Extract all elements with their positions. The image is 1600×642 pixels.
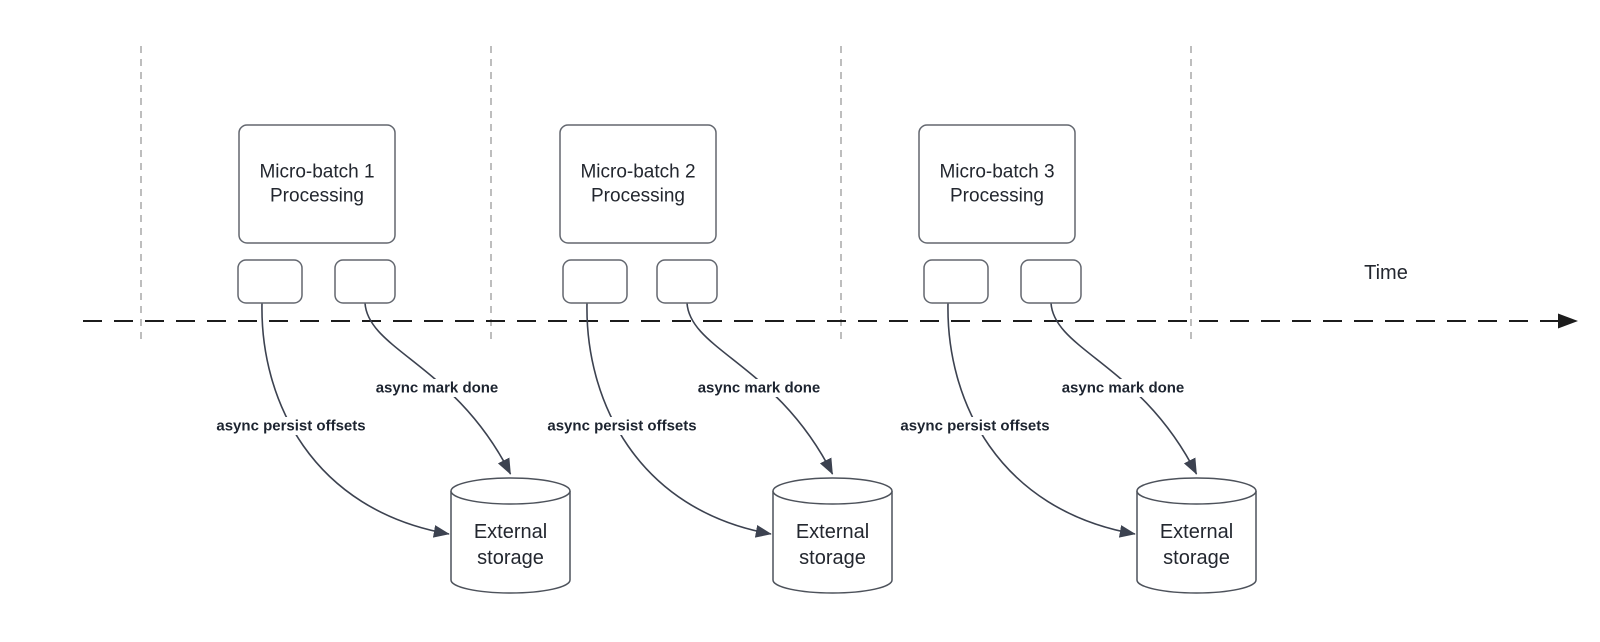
cylinder-top-rim: [450, 490, 571, 505]
cylinder-body: [772, 477, 893, 594]
persist-offsets-source-box: [923, 259, 989, 304]
micro-batch-processing-box: [918, 124, 1076, 244]
cylinder-body: [450, 477, 571, 594]
persist-label-background: [202, 417, 380, 435]
async-persist-offsets-label: async persist offsets: [900, 418, 1049, 435]
mark-done-label-background: [1050, 379, 1196, 397]
micro-batch-label-line1: Micro-batch 1: [259, 162, 374, 183]
micro-batch-label-line1: Micro-batch 3: [939, 162, 1054, 183]
storage-label-line2: storage: [799, 547, 866, 569]
persist-offsets-source-box: [562, 259, 628, 304]
micro-batch-label-line2: Processing: [270, 186, 364, 207]
micro-batch-label-line2: Processing: [950, 186, 1044, 207]
micro-batch-processing-box: [238, 124, 396, 244]
storage-label-line1: External: [796, 521, 869, 543]
async-mark-done-arrow: [364, 302, 512, 475]
external-storage-cylinder: External storage: [1136, 477, 1257, 594]
async-persist-offsets-arrow: [586, 302, 772, 538]
persist-offsets-source-box: [237, 259, 303, 304]
micro-batch-label-line2: Processing: [591, 186, 685, 207]
storage-label-line2: storage: [477, 547, 544, 569]
time-gridlines: [140, 46, 1192, 342]
persist-label-background: [533, 417, 711, 435]
external-storage-cylinder: External storage: [772, 477, 893, 594]
async-mark-done-arrow: [1050, 302, 1198, 475]
mark-done-source-box: [1020, 259, 1082, 304]
micro-batch-processing-box: [559, 124, 717, 244]
mark-done-label-background: [364, 379, 510, 397]
async-mark-done-label: async mark done: [1062, 380, 1185, 397]
async-mark-done-label: async mark done: [698, 380, 821, 397]
mark-done-source-box: [656, 259, 718, 304]
cylinder-body: [1136, 477, 1257, 594]
time-axis-label: Time: [1364, 262, 1408, 284]
storage-label-line1: External: [474, 521, 547, 543]
async-persist-offsets-label: async persist offsets: [547, 418, 696, 435]
storage-label-line1: External: [1160, 521, 1233, 543]
storage-label-line2: storage: [1163, 547, 1230, 569]
async-persist-offsets-arrow: [261, 302, 450, 538]
time-axis-arrowhead-icon: [1558, 313, 1578, 329]
async-mark-done-label: async mark done: [376, 380, 499, 397]
cylinder-top-rim: [772, 490, 893, 505]
persist-label-background: [886, 417, 1064, 435]
mark-done-source-box: [334, 259, 396, 304]
async-persist-offsets-label: async persist offsets: [216, 418, 365, 435]
micro-batch-label-line1: Micro-batch 2: [580, 162, 695, 183]
mark-done-label-background: [686, 379, 832, 397]
async-mark-done-arrow: [686, 302, 834, 475]
async-persist-offsets-arrow: [947, 302, 1136, 538]
external-storage-cylinder: External storage: [450, 477, 571, 594]
time-axis: Time: [83, 262, 1578, 329]
cylinder-top-rim: [1136, 490, 1257, 505]
